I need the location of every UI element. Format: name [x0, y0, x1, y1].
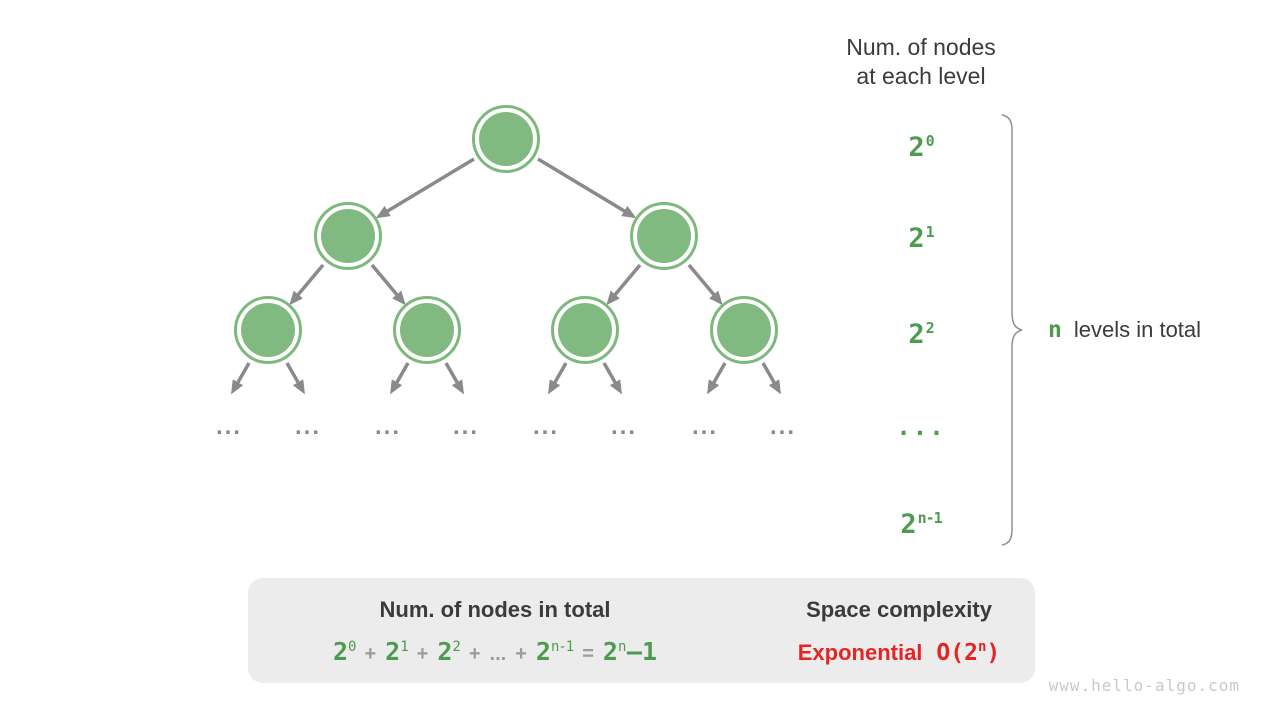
diagram-title: Num. of nodes at each level — [846, 33, 996, 91]
formula-token: 20 — [332, 637, 357, 666]
complexity-word: Exponential — [797, 640, 923, 665]
formula-operator: + — [468, 643, 481, 665]
ellipsis-label: ... — [452, 413, 480, 440]
descend-arrow — [444, 362, 464, 395]
formula-operator: + — [364, 643, 377, 665]
tree-edges — [289, 157, 723, 306]
summary-right: Space complexity Exponential O(2n) — [776, 578, 1022, 673]
ellipsis-label: ... — [691, 413, 719, 440]
descend-arrow — [285, 362, 305, 395]
watermark: www.hello-algo.com — [1048, 676, 1240, 695]
complexity-value: Exponential O(2n) — [776, 630, 1022, 673]
space-complexity-title: Space complexity — [806, 597, 992, 622]
ellipsis-label: ... — [294, 413, 322, 440]
descend-arrow — [548, 362, 568, 395]
level-count-label: 2n-1 — [900, 509, 942, 540]
brace-label-text: levels in total — [1073, 317, 1202, 342]
n-symbol: n — [1048, 317, 1062, 343]
ellipsis-label: ... — [610, 413, 638, 440]
summary-formula: 20 +21 +22 +... +2n-1 = 2n–1 — [300, 630, 690, 673]
formula-token: 2n — [602, 637, 627, 666]
tree-node — [551, 296, 619, 364]
descend-arrows — [231, 362, 781, 395]
descend-arrow — [390, 362, 410, 395]
level-count-label: 20 — [908, 132, 934, 163]
tree-edge — [370, 263, 406, 306]
formula-token: –1 — [626, 637, 658, 666]
descend-arrow — [602, 362, 622, 395]
formula-token: 22 — [437, 637, 461, 666]
formula-token: 2n-1 — [535, 637, 574, 666]
tree-edge — [687, 263, 723, 306]
brace — [1001, 114, 1023, 546]
ellipsis-label: ... — [769, 413, 797, 440]
ellipsis-label: ... — [532, 413, 560, 440]
summary-left: Num. of nodes in total 20 +21 +22 +... +2n-1… — [300, 578, 690, 673]
big-o-notation: O(2n) — [936, 639, 1001, 666]
formula-equals: = — [582, 643, 594, 665]
tree-edge — [537, 157, 637, 219]
formula-token: 21 — [385, 637, 409, 666]
descend-arrow — [761, 362, 781, 395]
tree-node — [472, 105, 540, 173]
tree-node — [314, 202, 382, 270]
diagram-title-line2: at each level — [856, 63, 986, 89]
level-count-label: 22 — [908, 319, 934, 350]
level-count-label: 21 — [908, 223, 934, 254]
descend-arrow — [707, 362, 727, 395]
diagram-title-line1: Num. of nodes — [846, 34, 996, 60]
tree-node — [393, 296, 461, 364]
descend-arrow — [231, 362, 251, 395]
brace-label: n levels in total — [1048, 316, 1201, 344]
tree-node — [710, 296, 778, 364]
tree-nodes — [234, 105, 778, 364]
tree-edge — [289, 263, 325, 306]
level-count-ellipsis: ... — [896, 413, 946, 441]
formula-operator: + — [515, 643, 527, 665]
tree-node — [630, 202, 698, 270]
summary-box: Num. of nodes in total 20 +21 +22 +... +2n-1… — [248, 578, 1035, 683]
tree-node — [234, 296, 302, 364]
formula-operator: + — [416, 643, 429, 665]
summary-left-title: Num. of nodes in total — [379, 597, 611, 622]
ellipsis-label: ... — [374, 413, 402, 440]
ellipsis-label: ... — [215, 413, 243, 440]
tree-edge — [375, 157, 475, 219]
formula-ellipsis: ... — [489, 643, 507, 665]
tree-edge — [606, 263, 642, 306]
